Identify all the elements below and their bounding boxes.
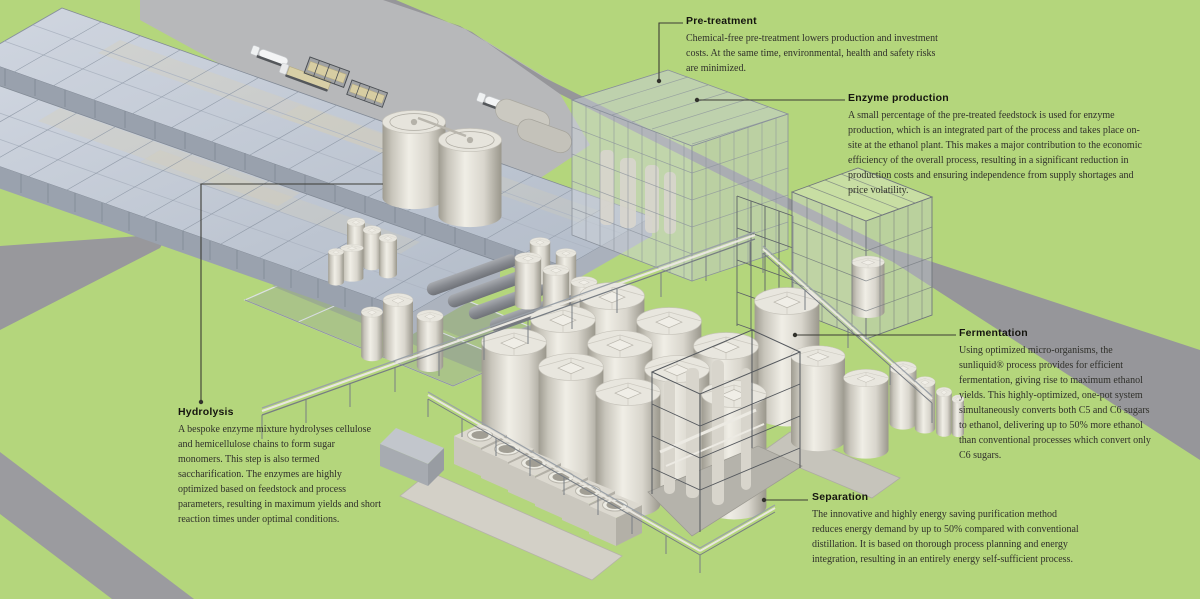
callout-separation: Separation The innovative and highly ene… <box>812 491 1084 567</box>
callout-pretreatment-body: Chemical-free pre-treatment lowers produ… <box>686 33 938 75</box>
tanker-truck <box>250 45 289 69</box>
separation-distillation-unit <box>647 329 803 537</box>
callout-fermentation: Fermentation Using optimized micro-organ… <box>959 327 1155 463</box>
hydrolysis-tanks <box>328 109 503 286</box>
hydrolysis-leader-line <box>200 183 383 401</box>
callout-pretreatment: Pre-treatment Chemical-free pre-treatmen… <box>686 15 942 76</box>
callout-separation-title: Separation <box>812 491 869 503</box>
callout-lines <box>200 22 956 501</box>
flatbed-truck <box>279 62 332 92</box>
callout-fermentation-body: Using optimized micro-organisms, the sun… <box>959 345 1151 462</box>
bale-rack <box>303 56 351 88</box>
callout-hydrolysis: Hydrolysis A bespoke enzyme mixture hydr… <box>178 406 382 527</box>
callout-pretreatment-title: Pre-treatment <box>686 15 757 27</box>
callout-fermentation-title: Fermentation <box>959 327 1028 339</box>
callout-separation-body: The innovative and highly energy saving … <box>812 509 1079 566</box>
pretreatment-leader-line <box>658 22 683 80</box>
callout-enzyme-production-body: A small percentage of the pre-treated fe… <box>848 110 1142 197</box>
callout-enzyme-production: Enzyme production A small percentage of … <box>848 92 1144 198</box>
cooling-pipe-bridge <box>427 391 776 573</box>
southwest-road <box>0 452 194 599</box>
callout-hydrolysis-body: A bespoke enzyme mixture hydrolyses cell… <box>178 424 382 526</box>
callout-hydrolysis-title: Hydrolysis <box>178 406 234 418</box>
ethanol-storage-tanks <box>761 345 965 499</box>
pipe-bridges <box>261 231 933 439</box>
callout-dots <box>198 78 798 503</box>
west-road <box>0 234 168 330</box>
pump-shed <box>380 428 444 486</box>
cooling-towers <box>399 423 643 581</box>
delivery-trucks-and-bale-racks <box>250 45 572 154</box>
feedstock-bunkers <box>495 98 572 154</box>
callout-enzyme-production-title: Enzyme production <box>848 92 949 104</box>
bale-rack <box>346 79 389 108</box>
